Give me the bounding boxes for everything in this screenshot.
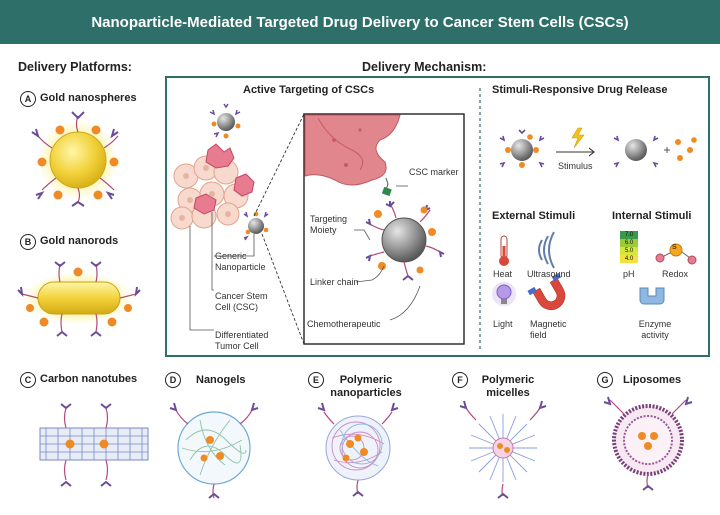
chemotherapeutic-label: Chemotherapeutic [307,319,381,329]
platform-g-label: Liposomes [623,374,682,386]
internal-stimuli-heading: Internal Stimuli [612,210,692,222]
targeting-moiety-label: Targeting Moiety [310,214,348,235]
ph-7: 7.0 [624,232,634,238]
thermometer-icon [499,235,509,266]
small-nanoparticle-top-icon [209,103,241,139]
targeted-nanoparticle-icon [365,201,445,281]
small-nanoparticle-icon [243,211,269,241]
magnet-icon [527,272,566,311]
mechanism-heading: Delivery Mechanism: [362,60,487,74]
ph-scale-values: 7.0 6.0 5.0 4.0 [623,231,635,263]
csc-marker-label: CSC marker [409,167,459,177]
redox-icon [655,243,697,265]
stimuli-heading: Stimuli-Responsive Drug Release [492,84,668,96]
polymeric-nanoparticle-icon [317,402,399,497]
external-stimuli-heading: External Stimuli [492,210,576,222]
differentiated-tumor-cell-label: Differentiated Tumor Cell [215,330,269,351]
polymeric-micelle-icon [459,400,547,499]
redox-label: Redox [662,269,689,279]
ph-4: 4.0 [624,256,634,262]
ph-5: 5.0 [624,248,634,254]
linker-chain-label: Linker chain [310,277,359,287]
platform-e-marker: E [308,372,324,388]
title-banner: Nanoparticle-Mediated Targeted Drug Deli… [0,0,720,44]
heat-label: Heat [493,269,513,279]
platform-b-label: Gold nanorods [40,235,119,247]
platform-a-marker: A [20,91,36,107]
enzyme-icon [639,287,665,305]
tumor-cluster-icon [170,143,255,230]
ph-6: 6.0 [624,240,634,246]
enzyme-activity-label: Enzyme activity [638,319,672,340]
ultrasound-label: Ultrasound [527,269,571,279]
platform-d-label: Nanogels [196,374,246,386]
csc-marker-icon [381,186,392,197]
np-before-release-icon [499,129,545,168]
platform-a-label: Gold nanospheres [40,92,137,104]
mechanism-panel [165,76,710,357]
gold-nanorod-icon [17,261,141,337]
platforms-heading: Delivery Platforms: [18,60,132,74]
platform-b-marker: B [20,234,36,250]
lightbulb-icon [492,282,516,306]
ph-label: pH [623,269,635,279]
csc-membrane-icon [304,114,401,186]
active-targeting-heading: Active Targeting of CSCs [243,84,375,96]
platform-d-marker: D [165,372,181,388]
platform-f-marker: F [452,372,468,388]
platform-e-label: Polymeric nanoparticles [330,374,402,399]
generic-nanoparticle-label: Generic Nanoparticle [215,251,266,272]
redox-symbol: S [672,244,677,251]
platform-g-marker: G [597,372,613,388]
platform-c-marker: C [20,372,36,388]
magnetic-field-label: Magnetic field [530,319,567,340]
carbon-nanotube-icon [39,403,149,487]
ultrasound-icon [538,231,555,269]
ph-scale-icon [620,231,638,263]
platform-f-label: Polymeric micelles [481,374,535,399]
stimulus-arrow-icon [556,147,595,157]
page-title: Nanoparticle-Mediated Targeted Drug Deli… [91,13,629,31]
gold-nanosphere-icon [31,111,119,207]
liposome-icon [603,396,693,491]
nanogel-icon [169,402,259,499]
stimulus-label: Stimulus [558,161,593,171]
lightning-icon [571,127,585,149]
light-label: Light [493,319,513,329]
platform-c-label: Carbon nanotubes [40,373,138,385]
np-after-release-icon [613,135,697,168]
cancer-stem-cell-label: Cancer Stem Cell (CSC) [215,291,268,312]
